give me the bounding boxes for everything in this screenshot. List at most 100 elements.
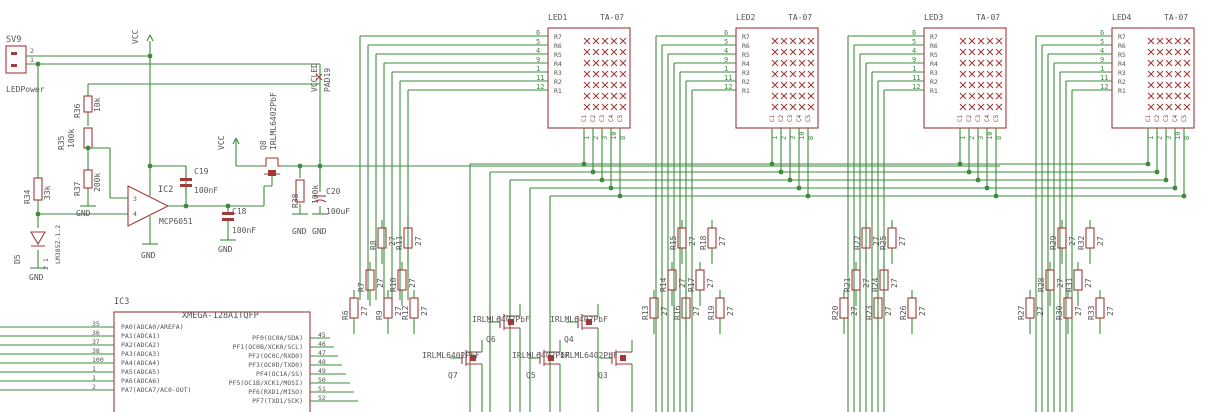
resistor-r37[interactable]: R37 200k [73,169,102,196]
svg-text:PAD19: PAD19 [323,68,332,92]
resistor-name: R30 [1055,305,1064,320]
led-row-pin: 12 [912,83,920,91]
ic3-left-label: PA0(ADCA0/AREFA) [121,323,184,331]
led-row-pin: 5 [912,38,916,46]
led-col-pin: 8 [619,136,627,140]
junction-dot [1154,169,1160,175]
junction-dot [85,145,91,151]
led-row-pin: 11 [536,74,544,82]
svg-text:GND: GND [141,251,156,260]
resistor-value: 27 [1036,306,1045,316]
svg-text:100k: 100k [67,129,76,148]
ic3-right-label: PF4(OC1A/SS) [256,370,303,378]
led-row-label: R6 [742,42,750,50]
zener-d5[interactable]: D5 LM385Z-1.2 2 1 GND [13,214,62,282]
connector-sv9[interactable]: SV9 LEDPower 2 1 [5,35,45,94]
capacitor-c20[interactable]: C20 100uF GND [312,187,350,236]
junction-dot [769,161,775,167]
svg-text:GND: GND [218,245,233,254]
ic3-right-label: PF0(OC0A/SDA) [252,334,303,342]
mosfet-q8[interactable]: VCC Q8 IRLML6402PbF [217,92,320,187]
resistor-name: R23 [865,305,874,320]
ic3-left-pin: 1 [92,374,96,382]
junction-dot [1163,177,1169,183]
resistor-r15[interactable]: R15 27 [669,220,697,264]
junction-dot [966,169,972,175]
resistor-name: R32 [1077,235,1086,250]
junctions [35,53,1187,217]
resistor-r34[interactable]: R34 33k [23,177,52,204]
led-row-pin: 11 [1100,74,1108,82]
capacitor-c18[interactable]: C18 100nF GND [218,206,256,254]
led-col-label: C5 [617,114,624,122]
svg-text:C19: C19 [194,167,209,176]
led-row-label: R5 [742,51,750,59]
resistor-r38[interactable]: R38 100k GND [291,179,320,236]
ic3-left-pin: 2 [92,383,96,391]
ic3-left-pin: 1 [92,365,96,373]
led-row-pin: 1 [724,65,728,73]
resistor-name: R21 [843,277,852,292]
junction-dot [984,185,990,191]
resistor-name: R15 [669,235,678,250]
ic3-right-pin: 47 [318,349,326,357]
capacitor-c19[interactable]: C19 100nF [180,166,218,196]
resistor-value: 27 [688,236,697,246]
led-row-pin: 6 [724,29,728,37]
junction-dot [599,177,605,183]
junction-dot [1172,185,1178,191]
led-row-label: R1 [742,87,750,95]
led-col-label: C4 [984,114,991,122]
resistor-r36[interactable]: R36 10k [73,95,102,118]
led-row-pin: 4 [536,47,540,55]
led-col-pin: 1 [771,136,779,140]
opamp-ic2[interactable]: IC2 MCP6051 3 4 GND [88,147,265,260]
resistor-value: 27 [706,278,715,288]
led-col-label: C1 [1145,114,1152,122]
led-col-pin: 3 [977,136,985,140]
ic3-left-pin: 38 [92,347,100,355]
led-row-label: R7 [742,33,750,41]
sv9-pin2: 2 [30,47,34,55]
led-col-label: C5 [1181,114,1188,122]
led-row-pin: 4 [1100,47,1104,55]
resistor-value: 27 [360,306,369,316]
